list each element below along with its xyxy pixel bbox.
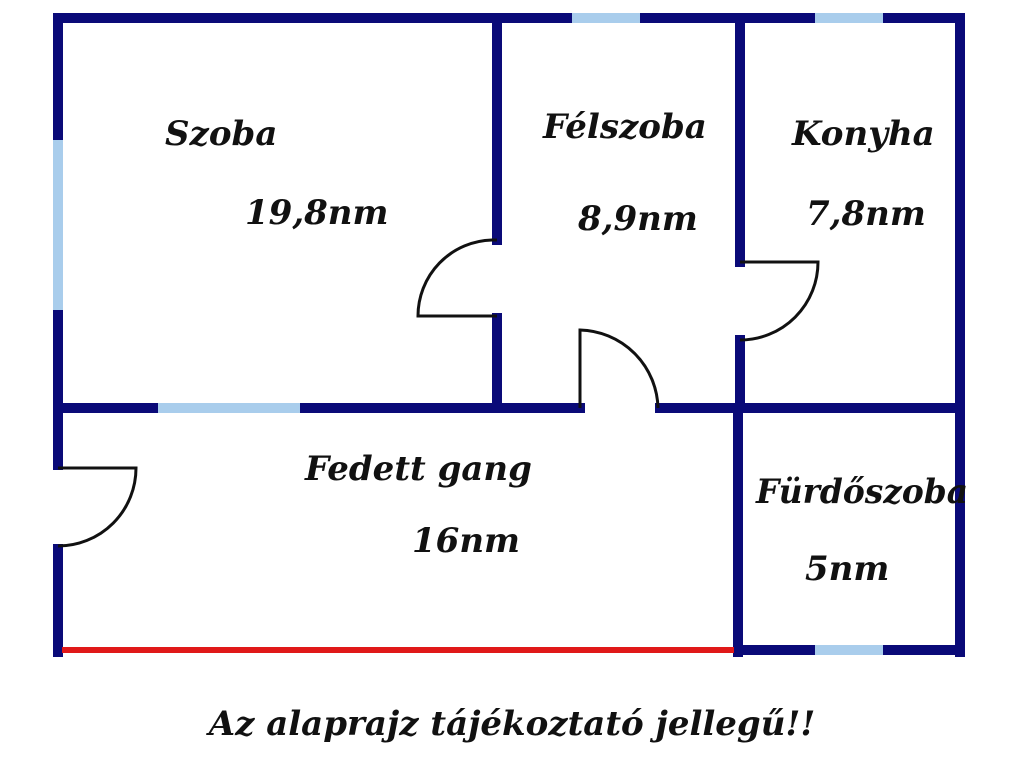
room-area-fedett-gang: 16nm (412, 521, 520, 561)
room-name-konyha: Konyha (791, 114, 935, 154)
doors (57, 238, 820, 548)
door-felszoba-konyha (739, 260, 820, 342)
disclaimer-note: Az alaprajz tájékoztató jellegű!! (206, 704, 816, 744)
room-area-furdoszoba: 5nm (805, 549, 889, 589)
room-area-felszoba: 8,9nm (577, 199, 698, 239)
room-name-fedett-gang: Fedett gang (304, 449, 532, 489)
room-name-furdoszoba: Fürdőszoba (755, 472, 968, 512)
windows (53, 13, 883, 655)
door-entrance (57, 466, 138, 548)
room-name-szoba: Szoba (165, 114, 277, 154)
room-area-konyha: 7,8nm (806, 194, 926, 234)
room-name-felszoba: Félszoba (542, 107, 707, 147)
door-szoba-felszoba (416, 238, 497, 318)
interior-walls (53, 13, 965, 657)
door-felszoba-gang (578, 328, 660, 409)
room-area-szoba: 19,8nm (245, 193, 389, 233)
